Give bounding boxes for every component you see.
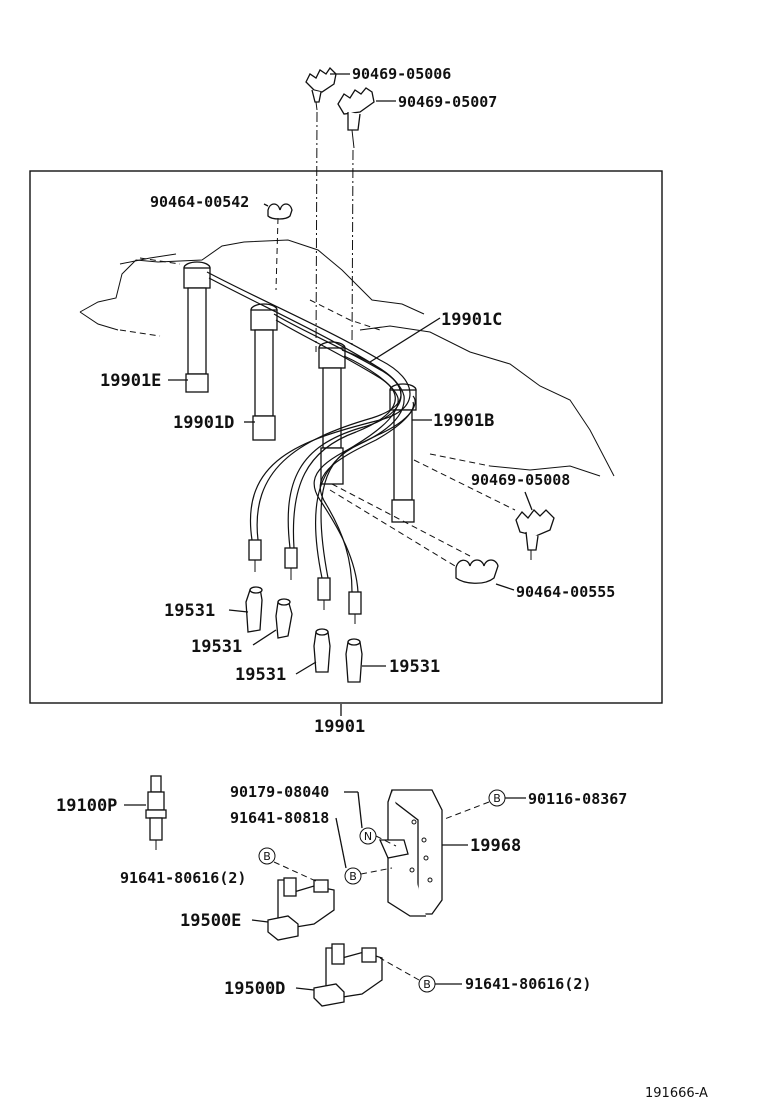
label-19901: 19901 (314, 717, 365, 737)
wire-terminals (248, 539, 362, 624)
boot-19531-d[interactable] (345, 638, 363, 683)
label-90116-08367: 90116-08367 (528, 790, 627, 808)
clamp-90464-00542[interactable] (267, 203, 293, 220)
label-91641-80818: 91641-80818 (230, 809, 329, 827)
marker-n-90179: N (359, 827, 377, 845)
clamp-90469-05006[interactable] (305, 66, 337, 111)
label-19901C: 19901C (441, 310, 502, 330)
clamp-90469-05008[interactable] (515, 509, 555, 560)
svg-text:N: N (364, 830, 372, 843)
boot-19531-b[interactable] (275, 598, 293, 639)
label-90464-00542: 90464-00542 (150, 193, 249, 211)
label-90469-05007: 90469-05007 (398, 93, 497, 111)
marker-b-91641-80616-b: B (418, 975, 436, 993)
clamp-90469-05007[interactable] (337, 87, 375, 149)
label-91641-80616-a: 91641-80616(2) (120, 869, 246, 887)
plug-cord-19901C[interactable] (318, 341, 346, 485)
label-90179-08040: 90179-08040 (230, 783, 329, 801)
label-19500E: 19500E (180, 911, 241, 931)
label-19100P: 19100P (56, 796, 117, 816)
plug-cord-19901E[interactable] (183, 261, 211, 393)
ignition-coil-19500E[interactable] (267, 877, 335, 941)
label-90469-05006: 90469-05006 (352, 65, 451, 83)
label-91641-80616-b: 91641-80616(2) (465, 975, 591, 993)
svg-text:B: B (263, 850, 271, 863)
spark-plug-19100P[interactable] (145, 775, 167, 850)
svg-text:B: B (423, 978, 431, 991)
svg-text:B: B (493, 792, 501, 805)
svg-text:B: B (349, 870, 357, 883)
label-19901E: 19901E (100, 371, 161, 391)
ignition-wires (206, 271, 416, 593)
boot-19531-a[interactable] (245, 586, 263, 633)
ignition-coil-19500D[interactable] (313, 943, 383, 1007)
engine-outline (79, 239, 615, 477)
drawing-number: 191666-A (645, 1086, 708, 1101)
label-19968: 19968 (470, 836, 521, 856)
label-90469-05008: 90469-05008 (471, 471, 570, 489)
clamp-90464-00555[interactable] (455, 559, 499, 584)
marker-b-91641-80818: B (344, 867, 362, 885)
label-90464-00555: 90464-00555 (516, 583, 615, 601)
label-19531-d: 19531 (389, 657, 440, 677)
label-19531-a: 19531 (164, 601, 215, 621)
label-19901B: 19901B (433, 411, 494, 431)
label-19901D: 19901D (173, 413, 234, 433)
boot-19531-c[interactable] (313, 628, 331, 673)
label-19531-b: 19531 (191, 637, 242, 657)
label-19531-c: 19531 (235, 665, 286, 685)
assembly-frame (29, 170, 663, 704)
bracket-19968[interactable] (378, 789, 443, 917)
marker-b-91641-80616-a: B (258, 847, 276, 865)
marker-b-90116: B (488, 789, 506, 807)
label-19500D: 19500D (224, 979, 285, 999)
plug-cord-19901D[interactable] (250, 303, 278, 441)
